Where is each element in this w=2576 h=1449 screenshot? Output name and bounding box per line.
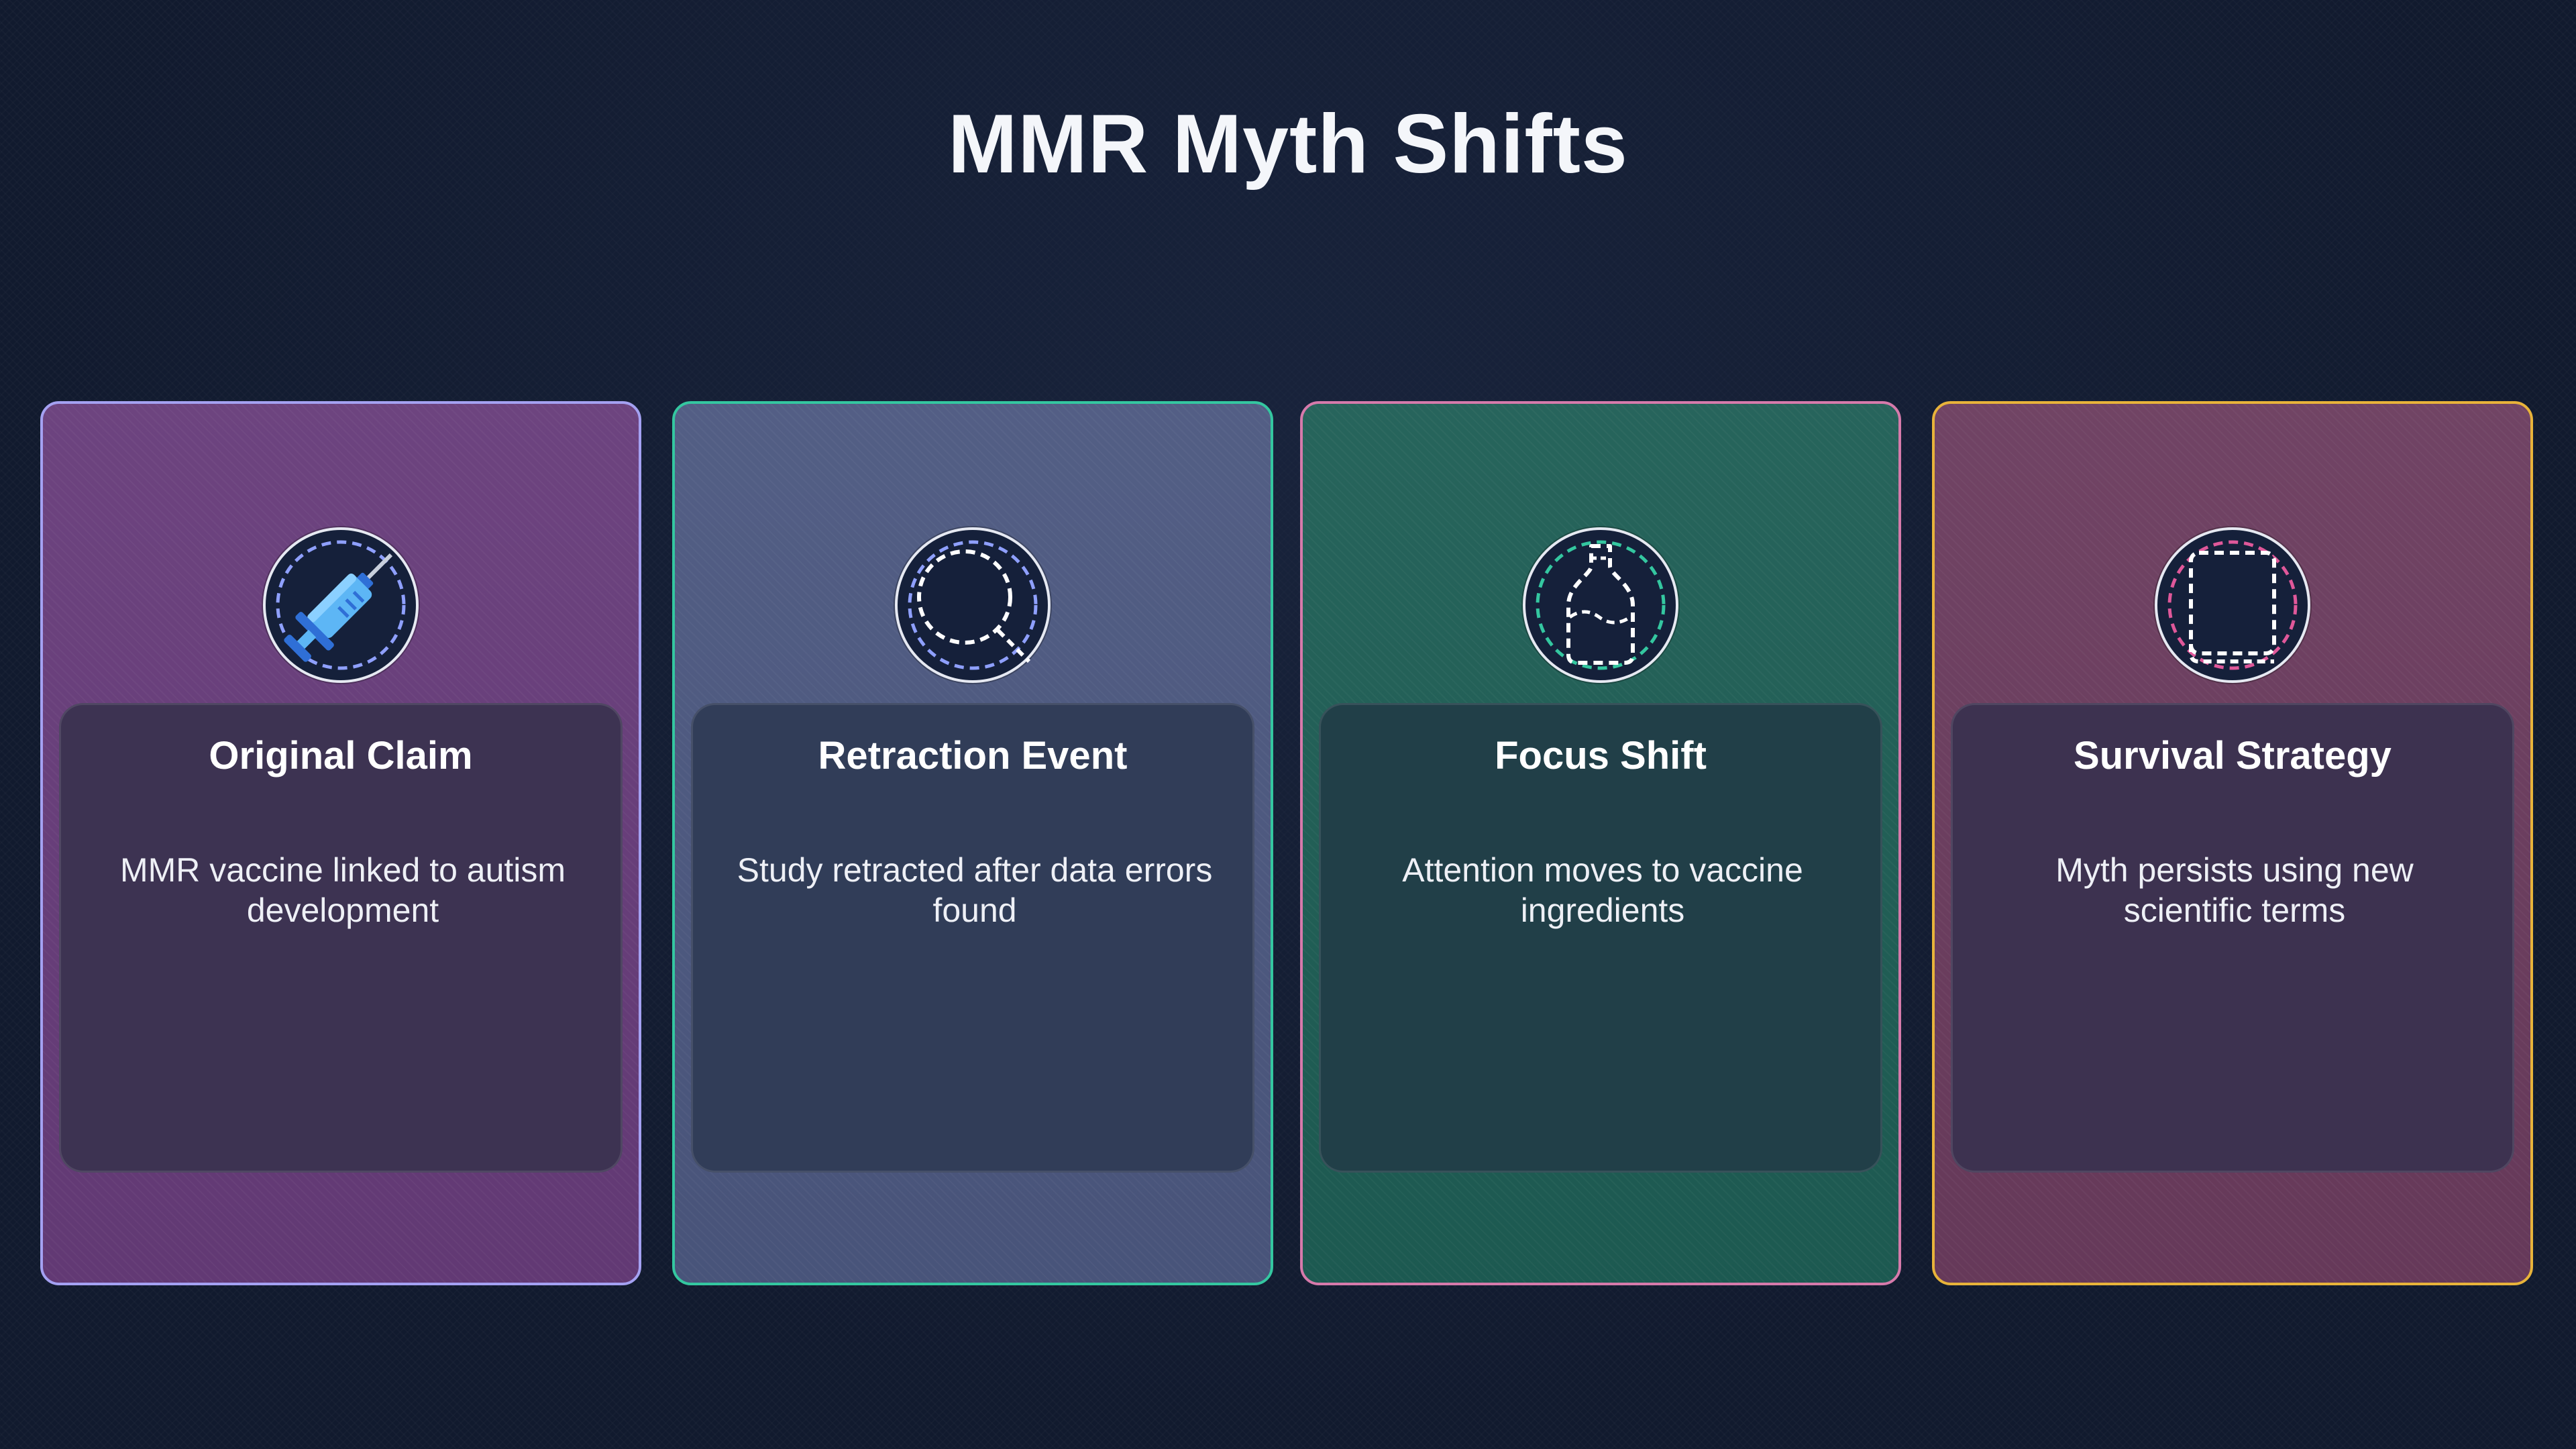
page-title: MMR Myth Shifts [948, 98, 1628, 191]
magnifier-icon-badge [895, 527, 1051, 683]
syringe-icon [276, 540, 406, 670]
syringe-icon-badge [263, 527, 419, 683]
card-title: Retraction Event [818, 734, 1128, 777]
card-content-panel: Focus Shift Attention moves to vaccine i… [1319, 703, 1882, 1173]
card-description: Myth persists using new scientific terms [2055, 851, 2414, 929]
card-focus-shift: Focus Shift Attention moves to vaccine i… [1300, 401, 1901, 1285]
card-description: Attention moves to vaccine ingredients [1402, 851, 1803, 929]
card-description: Study retracted after data errors found [737, 851, 1213, 929]
card-original-claim: Original Claim MMR vaccine linked to aut… [40, 401, 641, 1285]
book-icon [2167, 540, 2298, 670]
card-title: Survival Strategy [2074, 734, 2392, 777]
card-title: Original Claim [209, 734, 473, 777]
bottle-icon [1536, 540, 1666, 670]
book-icon-badge [2155, 527, 2310, 683]
bottle-icon-badge [1523, 527, 1678, 683]
card-content-panel: Retraction Event Study retracted after d… [691, 703, 1254, 1173]
card-title: Focus Shift [1495, 734, 1707, 777]
card-content-panel: Original Claim MMR vaccine linked to aut… [59, 703, 623, 1173]
card-retraction-event: Retraction Event Study retracted after d… [672, 401, 1273, 1285]
card-description: MMR vaccine linked to autism development [119, 851, 566, 929]
card-survival-strategy: Survival Strategy Myth persists using ne… [1932, 401, 2533, 1285]
magnifier-icon [908, 540, 1038, 670]
card-content-panel: Survival Strategy Myth persists using ne… [1951, 703, 2514, 1173]
